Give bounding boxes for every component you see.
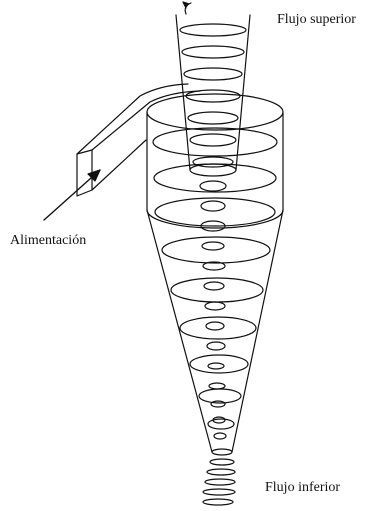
underflow-spiral <box>203 459 235 505</box>
overflow-label: Flujo superior <box>277 12 356 28</box>
feed-label: Alimentación <box>10 233 86 249</box>
cylindrical-body <box>147 94 283 228</box>
underflow-label: Flujo inferior <box>265 480 340 496</box>
inner-vortex-spiral <box>180 24 246 439</box>
feed-arrow-icon <box>44 170 100 220</box>
overflow-arrow-icon <box>183 2 191 14</box>
conical-body <box>147 210 283 455</box>
